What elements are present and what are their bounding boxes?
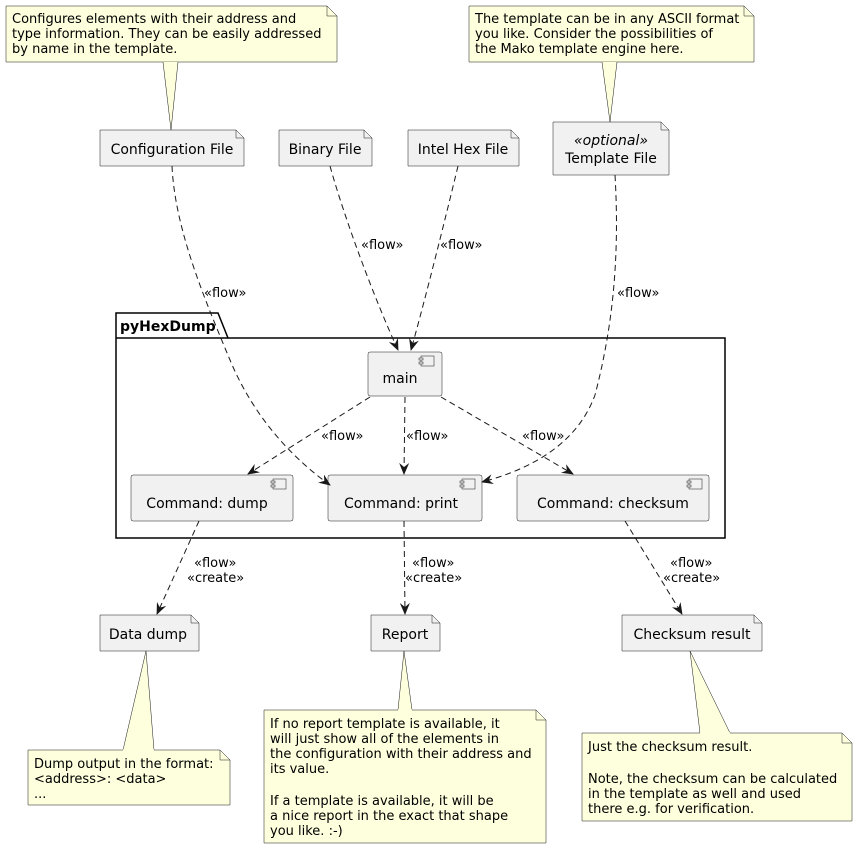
edge-checksum-to-result xyxy=(624,520,683,615)
artifact-template-file: «optional» Template File xyxy=(552,121,670,176)
note-report-line: If no report template is available, it xyxy=(270,717,500,732)
edge-label-flow: «flow» xyxy=(617,286,659,301)
artifact-checksum-result: Checksum result xyxy=(621,614,763,652)
note-report-line: you like. :-) xyxy=(270,824,343,839)
edge-template-to-print xyxy=(481,174,617,485)
note-data-dump-line: Dump output in the format: xyxy=(34,757,214,772)
artifact-label: Checksum result xyxy=(634,627,751,643)
artifact-stereotype: «optional» xyxy=(574,133,648,149)
edge-label-flow: «flow» xyxy=(522,429,564,444)
note-report-line: a nice report in the exact that shape xyxy=(270,809,508,824)
edge-label-flow: «flow» xyxy=(204,286,246,301)
component-icon xyxy=(418,355,435,367)
note-checksum-line: in the template as well and used xyxy=(588,787,801,802)
note-config-line: by name in the template. xyxy=(12,42,177,57)
edge-label-flow: «flow» xyxy=(440,238,482,253)
edge-config-to-print xyxy=(171,165,331,486)
component-command-print: Command: print xyxy=(327,474,483,522)
artifact-configuration-file: Configuration File xyxy=(99,129,245,167)
artifact-label: Data dump xyxy=(109,627,187,643)
artifact-label: Binary File xyxy=(289,142,362,158)
note-checksum-line: there e.g. for verification. xyxy=(588,802,754,817)
note-template: The template can be in any ASCII format … xyxy=(468,5,755,123)
edge-label-flow: «flow» xyxy=(194,556,236,571)
component-command-dump: Command: dump xyxy=(130,474,294,522)
component-main: main xyxy=(367,351,443,397)
note-report-line: will just show all of the elements in xyxy=(270,732,499,747)
note-data-dump-line: <address>: <data> xyxy=(34,772,166,787)
note-template-line: you like. Consider the possibilities of xyxy=(475,27,713,42)
edge-dump-to-datadump xyxy=(156,520,200,615)
artifact-label: Report xyxy=(382,627,429,643)
note-checksum-line: Note, the checksum can be calculated xyxy=(588,772,837,787)
component-icon xyxy=(686,478,703,490)
artifact-label: Configuration File xyxy=(111,142,234,158)
artifact-binary-file: Binary File xyxy=(278,129,373,167)
note-checksum-result: Just the checksum result. Note, the chec… xyxy=(581,650,853,822)
note-template-line: the Mako template engine here. xyxy=(475,42,684,57)
edge-label-flow: «flow» xyxy=(670,556,712,571)
edge-label-create: «create» xyxy=(405,571,462,586)
edge-binary-to-main xyxy=(329,165,399,351)
edge-label-flow: «flow» xyxy=(321,429,363,444)
note-report-line: If a template is available, it will be xyxy=(270,794,494,809)
note-config-line: Configures elements with their address a… xyxy=(12,12,296,27)
package-pyhexdump: pyHexDump xyxy=(115,312,726,539)
edge-label-flow: «flow» xyxy=(361,238,403,253)
note-config: Configures elements with their address a… xyxy=(5,5,338,131)
artifact-data-dump: Data dump xyxy=(99,614,200,652)
note-checksum-line: Just the checksum result. xyxy=(587,740,752,755)
edge-label-create: «create» xyxy=(663,571,720,586)
note-config-line: type information. They can be easily add… xyxy=(12,27,321,42)
artifact-report: Report xyxy=(370,614,441,652)
component-label: Command: dump xyxy=(146,496,268,512)
edge-label-flow: «flow» xyxy=(412,556,454,571)
edge-label-create: «create» xyxy=(187,571,244,586)
package-title: pyHexDump xyxy=(120,319,216,335)
note-template-line: The template can be in any ASCII format xyxy=(474,12,739,27)
artifact-intel-hex-file: Intel Hex File xyxy=(407,129,520,167)
component-label: Command: checksum xyxy=(537,496,689,512)
component-icon xyxy=(270,478,287,490)
note-report-line: its value. xyxy=(270,762,329,777)
component-label: Command: print xyxy=(344,496,459,512)
edge-main-to-checksum xyxy=(440,396,574,475)
edge-print-to-report xyxy=(399,520,410,615)
artifact-label: Intel Hex File xyxy=(418,142,509,158)
edge-labels: «flow» «flow» «flow» «flow» «flow» «flow… xyxy=(187,238,720,586)
edge-label-flow: «flow» xyxy=(406,429,448,444)
note-data-dump-line: ... xyxy=(34,787,46,802)
edge-main-to-print xyxy=(399,396,410,475)
component-label: main xyxy=(383,371,418,387)
artifact-label: Template File xyxy=(564,151,657,167)
note-report-line: the configuration with their address and xyxy=(270,747,532,762)
edge-main-to-dump xyxy=(247,396,371,475)
component-icon xyxy=(459,478,476,490)
edge-intelhex-to-main xyxy=(409,165,459,351)
note-data-dump: Dump output in the format: <address>: <d… xyxy=(27,650,231,806)
note-report: If no report template is available, it w… xyxy=(263,650,547,844)
component-command-checksum: Command: checksum xyxy=(516,474,710,522)
